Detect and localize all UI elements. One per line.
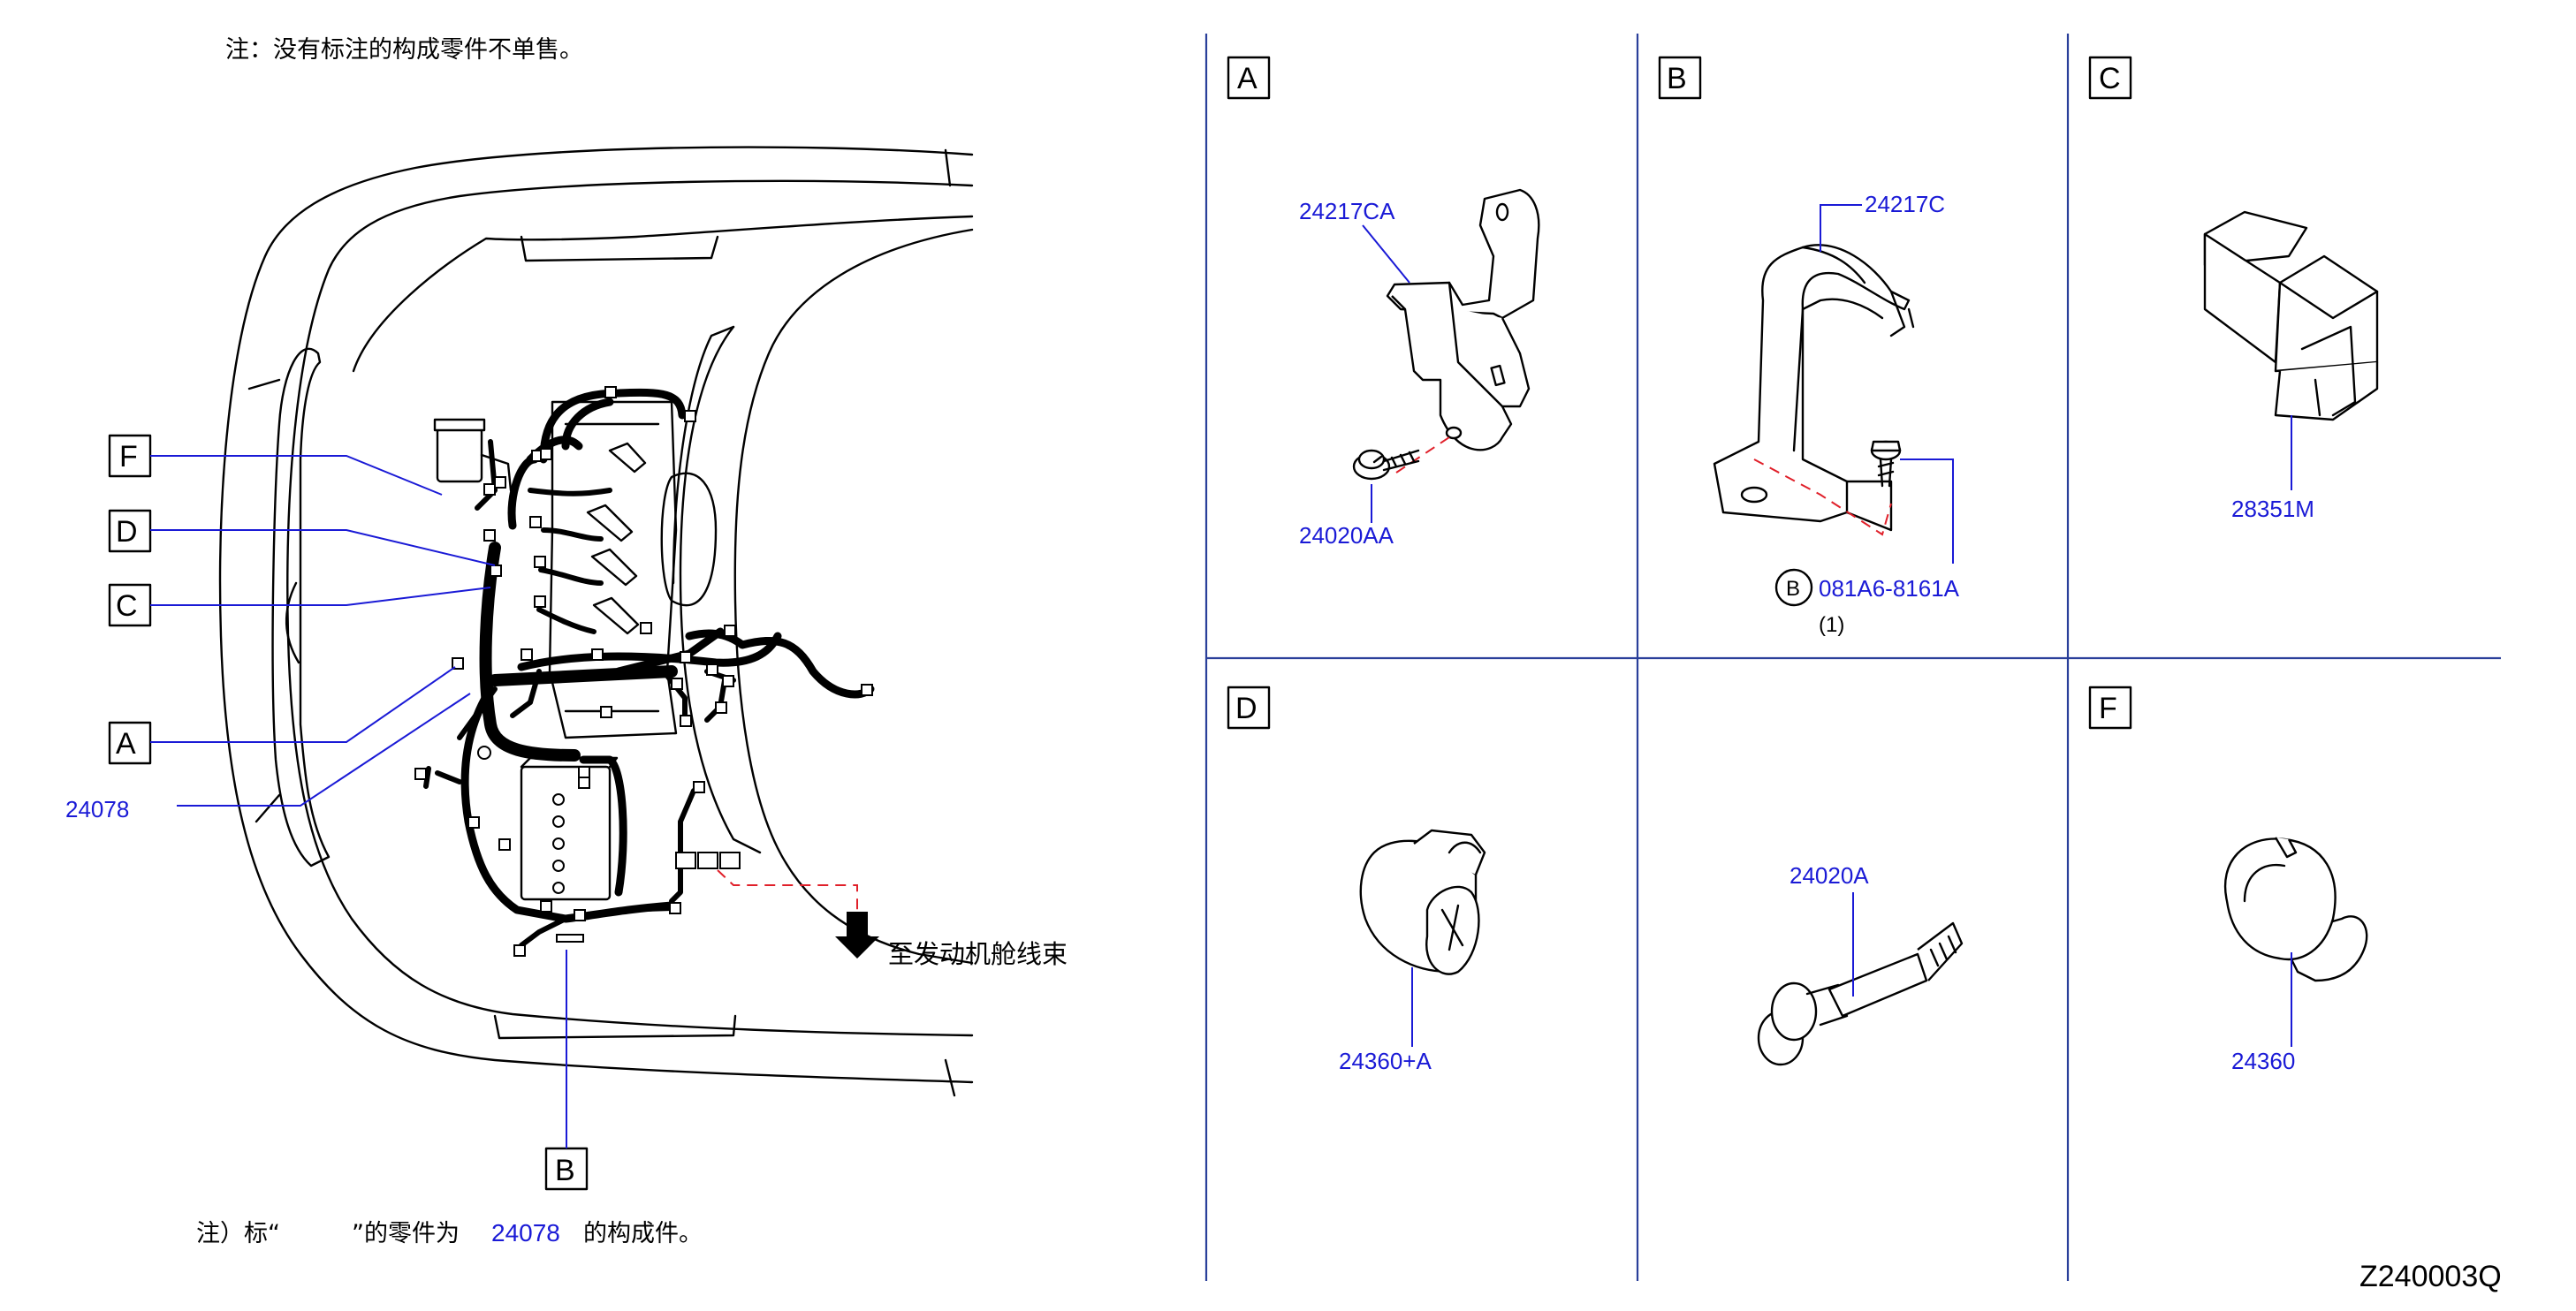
part-24217c[interactable]: 24217C bbox=[1865, 191, 1945, 217]
bolt-24020aa-drawing bbox=[1352, 449, 1420, 481]
panel-d: D 24360+A bbox=[1227, 686, 1486, 1074]
clip-24360-drawing bbox=[2224, 837, 2368, 982]
bolt-circle-mark: B bbox=[1786, 577, 1800, 601]
bottom-note: 注）标“ ”的零件为 24078 的构成件。 bbox=[196, 1219, 703, 1247]
svg-text:”的零件为: ”的零件为 bbox=[352, 1220, 460, 1247]
to-engine-harness-label: 至发动机舱线束 bbox=[888, 939, 1068, 969]
svg-text:C: C bbox=[2099, 62, 2121, 95]
harness-part-number[interactable]: 24078 bbox=[65, 796, 129, 822]
part-24360[interactable]: 24360 bbox=[2231, 1048, 2295, 1074]
injector-row bbox=[586, 442, 647, 635]
svg-text:D: D bbox=[1235, 692, 1258, 725]
diagram-code: Z240003Q bbox=[2359, 1260, 2502, 1293]
part-28351m[interactable]: 28351M bbox=[2231, 496, 2314, 522]
svg-text:D: D bbox=[116, 515, 138, 549]
overview-callouts: F D C A 24078 B bbox=[65, 434, 589, 1191]
panel-f: F 24360 bbox=[2088, 686, 2368, 1074]
svg-text:B: B bbox=[555, 1154, 575, 1187]
part-24020a[interactable]: 24020A bbox=[1790, 862, 1869, 889]
reservoir bbox=[433, 418, 513, 492]
panel-e: 24020A bbox=[1757, 862, 1964, 1066]
panel-b: B 24217C B 081A6-8161A (1) bbox=[1658, 56, 1960, 637]
panel-c: C 28351M bbox=[2088, 56, 2379, 522]
bracket-24217ca-drawing bbox=[1386, 188, 1540, 474]
to-engine-arrow-icon bbox=[835, 912, 879, 959]
part-24360-a[interactable]: 24360+A bbox=[1339, 1048, 1432, 1074]
svg-text:A: A bbox=[116, 727, 136, 761]
clip-24217c-drawing bbox=[1713, 244, 1915, 536]
harness-connectors bbox=[414, 386, 873, 957]
svg-text:A: A bbox=[1237, 62, 1258, 95]
part-081a6-8161a[interactable]: 081A6-8161A bbox=[1819, 575, 1960, 602]
wire-harness bbox=[423, 388, 875, 948]
svg-text:F: F bbox=[119, 440, 138, 474]
svg-text:注）标“: 注）标“ bbox=[196, 1220, 280, 1247]
clip-24360a-drawing bbox=[1359, 829, 1486, 975]
connector-28351m-drawing bbox=[2203, 210, 2379, 421]
bolt-081a6-drawing bbox=[1870, 440, 1902, 488]
svg-text:B: B bbox=[1667, 62, 1687, 95]
svg-text:的构成件。: 的构成件。 bbox=[583, 1220, 703, 1247]
engine-bay-drawing: 至发动机舱线束 bbox=[218, 146, 1068, 1097]
part-qty: (1) bbox=[1819, 613, 1844, 637]
battery bbox=[520, 756, 619, 901]
bottom-note-part-number[interactable]: 24078 bbox=[491, 1219, 560, 1247]
svg-text:C: C bbox=[116, 589, 138, 623]
panel-a: A 24217CA 24020AA bbox=[1227, 56, 1540, 549]
panel-grid bbox=[1204, 34, 2501, 1281]
part-24217ca[interactable]: 24217CA bbox=[1299, 198, 1395, 224]
svg-text:F: F bbox=[2099, 692, 2117, 725]
top-note: 注：没有标注的构成零件不单售。 bbox=[225, 36, 583, 64]
part-24020aa[interactable]: 24020AA bbox=[1299, 522, 1394, 549]
bolt-24020a-drawing bbox=[1757, 921, 1964, 1066]
